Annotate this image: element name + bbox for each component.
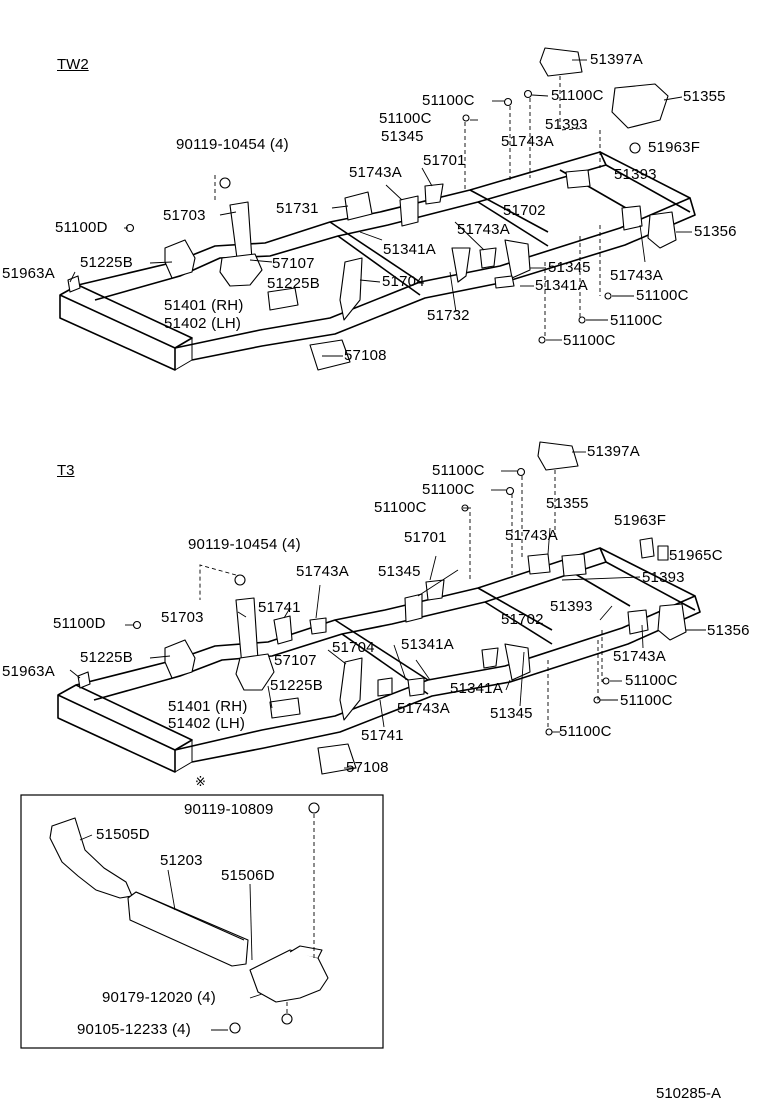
part-label: 51401 (RH) (164, 297, 244, 314)
part-label: 51100D (53, 615, 106, 632)
part-label: 51702 (503, 202, 546, 219)
part-label: 51704 (332, 639, 375, 656)
part-label: 57108 (344, 347, 387, 364)
part-label: 90179-12020 (4) (102, 989, 216, 1006)
part-label: 51355 (546, 495, 589, 512)
part-label: 51401 (RH) (168, 698, 248, 715)
part-label: 57107 (272, 255, 315, 272)
part-label: 51743A (610, 267, 663, 284)
part-label: 90119-10454 (4) (188, 536, 301, 553)
part-label: 51505D (96, 826, 150, 843)
part-label: 90105-12233 (4) (77, 1021, 191, 1038)
part-label: 51345 (378, 563, 421, 580)
part-label: 51743A (501, 133, 554, 150)
part-label: 51225B (267, 275, 320, 292)
part-label: 90119-10809 (184, 801, 274, 818)
part-label: 51743A (505, 527, 558, 544)
part-label: 51100C (422, 92, 475, 109)
part-label: 51701 (423, 152, 466, 169)
part-label: 51743A (349, 164, 402, 181)
part-label: 51731 (276, 200, 319, 217)
part-label: 51356 (707, 622, 750, 639)
part-label: 51397A (587, 443, 640, 460)
part-label: 51743A (613, 648, 666, 665)
part-label: 51100C (379, 110, 432, 127)
part-label: 51345 (490, 705, 533, 722)
part-label: 51701 (404, 529, 447, 546)
part-label: 51702 (501, 611, 544, 628)
part-label: 51703 (161, 609, 204, 626)
part-label: 51732 (427, 307, 470, 324)
part-label: 57108 (346, 759, 389, 776)
part-label: 51393 (642, 569, 685, 586)
part-label: 51341A (535, 277, 588, 294)
part-label: 51963A (2, 663, 55, 680)
part-label: 51397A (590, 51, 643, 68)
part-label: 51100C (563, 332, 616, 349)
part-label: 51402 (LH) (164, 315, 242, 332)
part-label: 51741 (258, 599, 301, 616)
part-label: 51100C (625, 672, 678, 689)
inset-marker: ※ (195, 775, 206, 790)
part-label: 51402 (LH) (168, 715, 246, 732)
t3-frame-drawing (57, 441, 706, 775)
part-label: 51100D (55, 219, 108, 236)
part-label: 51100C (432, 462, 485, 479)
part-label: 51963F (648, 139, 701, 156)
part-label: 51355 (683, 88, 726, 105)
inset-drawing (20, 794, 384, 1049)
part-label: 51341A (450, 680, 503, 697)
part-label: 51743A (296, 563, 349, 580)
part-label: 51100C (551, 87, 604, 104)
part-label: 51703 (163, 207, 206, 224)
part-label: 51393 (550, 598, 593, 615)
part-label: 51741 (361, 727, 404, 744)
part-label: 51743A (457, 221, 510, 238)
part-label: 51345 (381, 128, 424, 145)
part-label: 51743A (397, 700, 450, 717)
part-label: 51341A (383, 241, 436, 258)
part-label: 51704 (382, 273, 425, 290)
part-label: 51100C (610, 312, 663, 329)
part-label: 51963F (614, 512, 667, 529)
part-label: 51393 (614, 166, 657, 183)
part-label: 51963A (2, 265, 55, 282)
part-label: 51225B (270, 677, 323, 694)
part-label: 51203 (160, 852, 203, 869)
part-label: 51225B (80, 254, 133, 271)
diagram-code: 510285-A (656, 1085, 722, 1102)
part-label: 57107 (274, 652, 317, 669)
part-label: 51393 (545, 116, 588, 133)
part-label: 51100C (559, 723, 612, 740)
part-label: 51345 (548, 259, 591, 276)
part-label: 51341A (401, 636, 454, 653)
tw2-frame-drawing (59, 47, 696, 371)
section-label-t3: T3 (57, 462, 75, 479)
part-label: 51100C (636, 287, 689, 304)
part-label: 51100C (374, 499, 427, 516)
part-label: 51225B (80, 649, 133, 666)
part-label: 51356 (694, 223, 737, 240)
part-label: 51965C (669, 547, 723, 564)
part-label: 51100C (422, 481, 475, 498)
section-label-tw2: TW2 (57, 56, 89, 73)
part-label: 90119-10454 (4) (176, 136, 289, 153)
part-label: 51100C (620, 692, 673, 709)
part-label: 51506D (221, 867, 275, 884)
